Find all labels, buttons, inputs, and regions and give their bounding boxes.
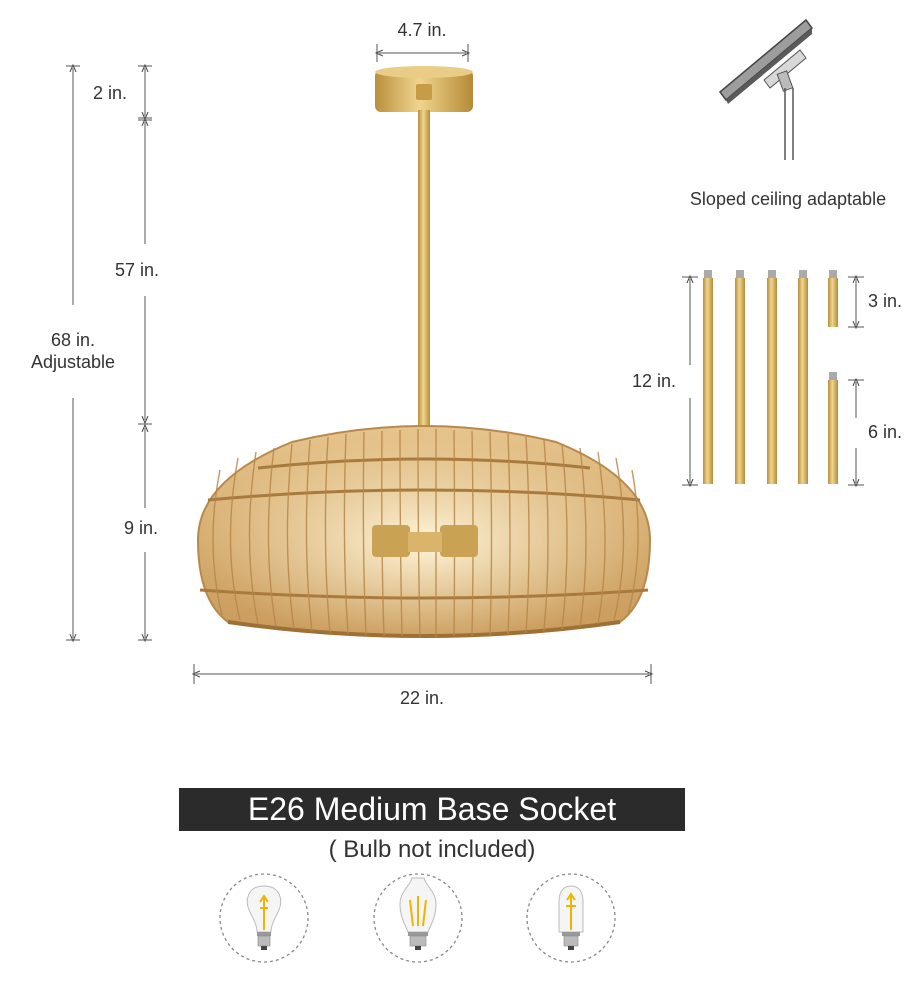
shade-height-label: 9 in. xyxy=(124,518,159,538)
downrod xyxy=(418,110,430,428)
shade-height-dimension xyxy=(138,428,152,640)
sloped-ceiling-illustration xyxy=(718,18,814,160)
rod-6in-label: 6 in. xyxy=(868,422,903,442)
sloped-ceiling-label: Sloped ceiling adaptable xyxy=(689,189,887,209)
total-height-note: Adjustable xyxy=(30,352,116,372)
total-height-label: 68 in. xyxy=(50,330,96,350)
inner-sockets xyxy=(372,525,478,557)
rattan-shade xyxy=(196,425,652,638)
extension-rods xyxy=(703,270,838,484)
canopy-width-dimension xyxy=(377,44,468,62)
a19-bulb-icon xyxy=(219,873,309,963)
shade-width-dimension xyxy=(194,664,651,684)
rod-12in-label: 12 in. xyxy=(632,371,677,391)
canopy-height-label: 2 in. xyxy=(93,83,128,103)
pendant-light xyxy=(196,66,652,638)
t14-bulb-icon xyxy=(526,873,616,963)
rod-dimensions xyxy=(682,277,864,485)
bulb-not-included-note: ( Bulb not included) xyxy=(328,836,536,863)
st64-bulb-icon xyxy=(373,873,463,963)
canopy-height-dimension xyxy=(138,66,152,118)
rod-3in-label: 3 in. xyxy=(868,291,903,311)
canopy-width-label: 4.7 in. xyxy=(397,20,447,40)
shade-width-label: 22 in. xyxy=(399,688,445,708)
socket-banner: E26 Medium Base Socket xyxy=(179,788,685,831)
rod-length-label: 57 in. xyxy=(115,260,160,280)
total-height-dimension xyxy=(66,66,80,640)
